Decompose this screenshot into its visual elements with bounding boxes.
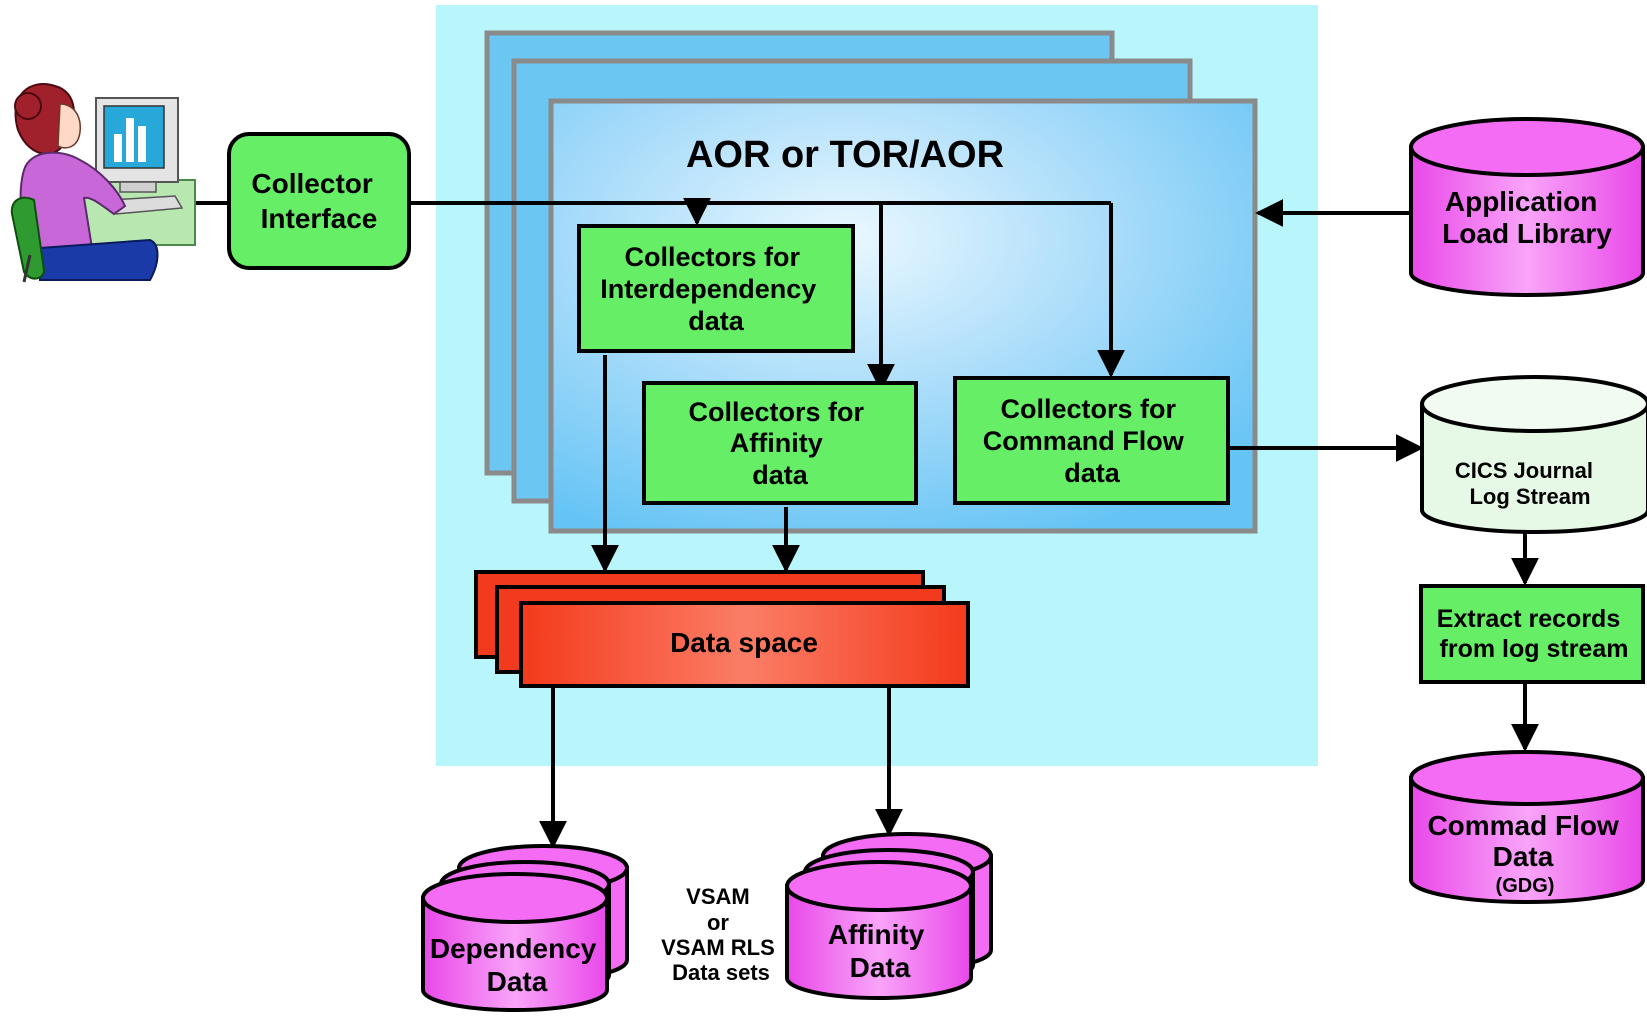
dependency-data-cylinders: Dependency Data [421, 844, 629, 1012]
collector-interface-label: Collector Interface [251, 168, 380, 234]
data-space-label: Data space [670, 627, 818, 658]
collectors-interdependency-box [577, 224, 855, 353]
aor-title: AOR or TOR/AOR [686, 134, 1004, 176]
svg-text:CICS Journal Log Stream: CICS Journal Log Stream [1455, 458, 1599, 509]
extract-records-box [1419, 584, 1645, 684]
svg-text:Application Load Library: Application Load Library [1442, 186, 1612, 249]
extract-records-label: Extract records from log stream [1437, 605, 1629, 663]
collector-interface-box [227, 132, 411, 270]
collectors-interdependency-label: Collectors for Interdependency data [600, 242, 824, 336]
collectors-affinity-box [642, 381, 918, 505]
user-at-computer-icon [10, 83, 196, 283]
data-space-box-front [519, 601, 970, 688]
svg-text:Commad Flow Data: Commad Flow Data [1427, 810, 1626, 872]
application-load-library-cylinder: Application Load Library [1409, 117, 1645, 297]
collectors-command-flow-box [953, 376, 1230, 505]
svg-text:Dependency Data: Dependency Data [430, 933, 604, 997]
svg-text:Affinity Data: Affinity Data [828, 919, 932, 983]
affinity-data-cylinders: Affinity Data [785, 832, 993, 1000]
collectors-affinity-label: Collectors for Affinity data [688, 397, 871, 490]
vsam-note: VSAM or VSAM RLS Data sets [661, 884, 781, 985]
collectors-command-flow-label: Collectors for Command Flow data [983, 394, 1192, 488]
command-flow-data-cylinder: Commad Flow Data (GDG) [1409, 750, 1645, 904]
svg-text:(GDG): (GDG) [1496, 875, 1555, 897]
cics-journal-log-stream-cylinder: CICS Journal Log Stream [1420, 375, 1647, 534]
